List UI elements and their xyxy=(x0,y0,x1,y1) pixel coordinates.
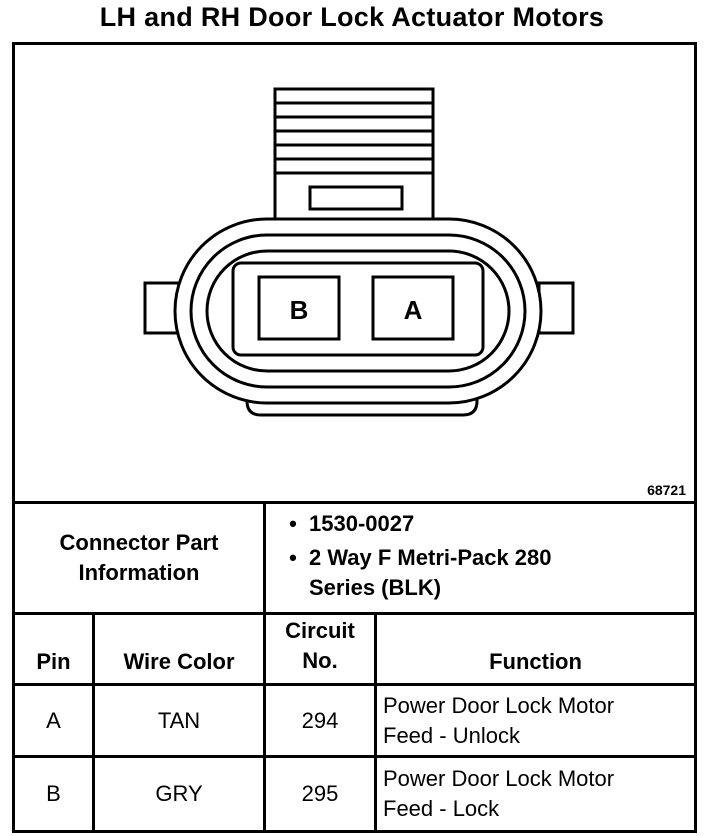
connector-right-ear xyxy=(537,281,575,335)
connector-info-item: • 2 Way F Metri-Pack 280 Series (BLK) xyxy=(277,543,687,603)
divider-table-header xyxy=(15,683,694,686)
page-title: LH and RH Door Lock Actuator Motors xyxy=(99,2,605,32)
divider-col-wire xyxy=(263,612,266,830)
row-a-wire-color: TAN xyxy=(157,707,201,733)
row-a-function: Power Door Lock Motor Feed - Unlock xyxy=(377,686,694,755)
row-b-function: Power Door Lock Motor Feed - Lock xyxy=(377,758,694,830)
divider-row-a xyxy=(15,755,694,758)
row-a-function-line2: Feed - Unlock xyxy=(383,722,520,748)
row-b-function-line1: Power Door Lock Motor xyxy=(383,766,615,791)
connector-part-label-line1: Connector Part xyxy=(59,530,219,555)
connector-diagram: B A xyxy=(143,87,575,417)
connector-part-number: 1530-0027 xyxy=(309,511,415,536)
pin-label-a: A xyxy=(404,295,423,325)
divider-col-pin xyxy=(92,612,95,830)
row-a-pin: A xyxy=(46,707,61,733)
connector-latch-slot xyxy=(308,185,404,211)
divider-info-col xyxy=(263,501,266,615)
connector-type-line1: 2 Way F Metri-Pack 280 xyxy=(309,545,552,570)
divider-col-circuit xyxy=(374,612,377,830)
header-circuit-line2: No. xyxy=(302,648,338,673)
connector-body-ring xyxy=(189,233,527,389)
divider-connector-info xyxy=(15,612,694,615)
header-circuit-line1: Circuit xyxy=(285,618,355,643)
divider-diagram xyxy=(15,501,694,504)
row-b-function-line2: Feed - Lock xyxy=(383,796,500,821)
connector-part-info: • 1530-0027 • 2 Way F Metri-Pack 280 Ser… xyxy=(277,509,687,607)
connector-part-label: Connector Part Information xyxy=(15,504,263,612)
header-function: Function xyxy=(489,649,582,674)
row-b-wire-color: GRY xyxy=(155,781,203,806)
header-wire-color: Wire Color xyxy=(123,649,235,674)
row-b-pin: B xyxy=(46,781,61,806)
bullet-icon: • xyxy=(289,545,297,570)
row-a-function-line1: Power Door Lock Motor xyxy=(383,692,615,718)
connector-type: 2 Way F Metri-Pack 280 Series (BLK) xyxy=(309,543,552,603)
row-a-circuit: 294 xyxy=(301,707,339,733)
header-pin: Pin xyxy=(36,649,71,674)
connector-body-inner xyxy=(205,249,511,373)
bullet-icon: • xyxy=(289,511,297,536)
pin-cavity-a xyxy=(371,275,455,341)
connector-part-label-line2: Information xyxy=(78,560,200,585)
connector-type-line2: Series (BLK) xyxy=(309,575,442,600)
figure-id: 68721 xyxy=(647,482,686,498)
connector-info-item: • 1530-0027 xyxy=(277,509,687,539)
row-b-circuit: 295 xyxy=(301,781,339,806)
pin-label-b: B xyxy=(290,295,309,325)
pin-cavity-b xyxy=(257,275,341,341)
connector-info-frame: B A 68721 Connector Part Information • 1… xyxy=(12,42,697,833)
header-circuit-no: Circuit No. xyxy=(266,615,374,677)
